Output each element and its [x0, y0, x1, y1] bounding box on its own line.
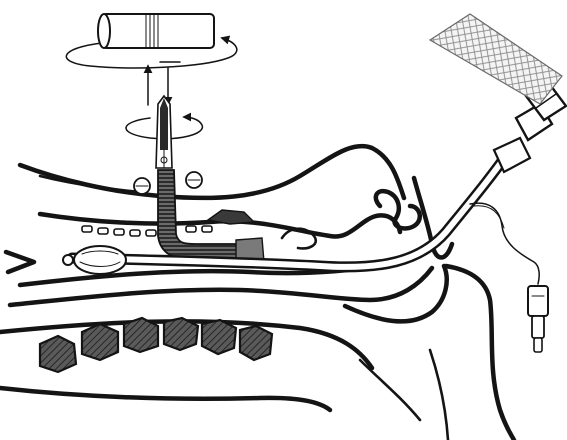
- airway-floor: [10, 268, 432, 305]
- vertebra: [124, 318, 158, 352]
- tube-cuff: [74, 246, 126, 274]
- tube-outer: [72, 150, 510, 267]
- vertebra: [240, 326, 272, 360]
- pilot-balloon: [470, 203, 548, 352]
- catheter-segment-end: [98, 14, 110, 48]
- corrugated-hose: [430, 14, 562, 104]
- tube-inner: [72, 150, 510, 267]
- vertebra: [82, 324, 118, 360]
- magnified-catheter-view: [66, 14, 237, 68]
- vertebra: [164, 318, 198, 350]
- anatomy-outline: [0, 146, 514, 440]
- palate-contour: [20, 146, 404, 198]
- chevron-right-icon: [6, 252, 34, 272]
- vertebra: [202, 320, 236, 354]
- neck-contour: [446, 266, 514, 440]
- vertebra: [40, 336, 76, 372]
- probe-tip: [156, 96, 172, 168]
- palate-marks: [82, 226, 212, 236]
